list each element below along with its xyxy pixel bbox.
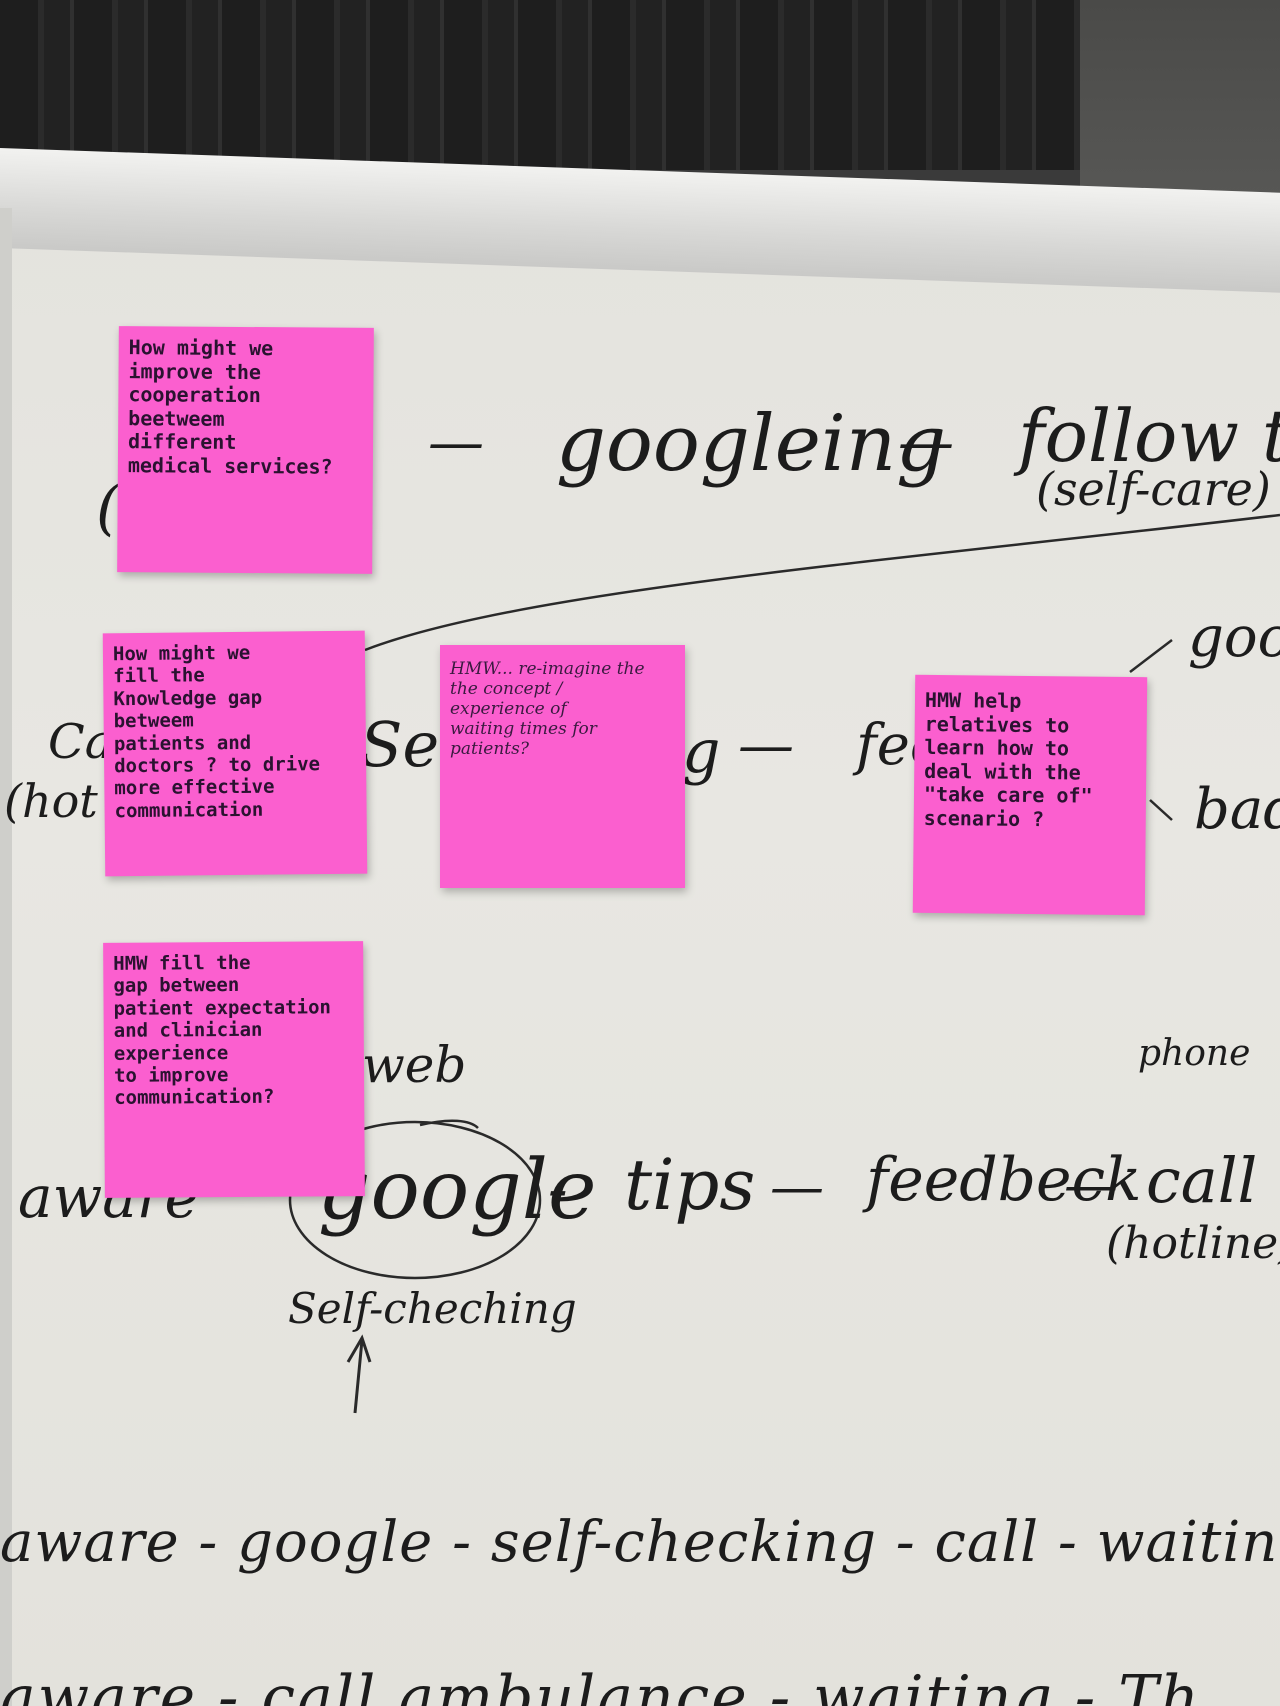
window-blinds: [0, 0, 1080, 170]
arrow-head: [346, 1334, 372, 1363]
branch-line-up: [1129, 639, 1173, 673]
word-self-checking: Self-cheching: [288, 1284, 577, 1333]
journey-line-4: aware - google - self-checking - call - …: [0, 1510, 1280, 1575]
word-ca-partial: Ca: [48, 714, 114, 770]
sticky-note-relatives: HMW help relatives to learn how to deal …: [912, 674, 1148, 916]
circle-tail: [419, 1119, 479, 1129]
board-edge: [0, 208, 12, 1706]
sticky-note-waiting-times: HMW... re-imagine the the concept / expe…: [440, 645, 685, 888]
sticky-note-knowledge-gap: How might we fill the Knowledge gap betw…: [102, 630, 368, 877]
word-web: web: [362, 1036, 467, 1094]
sticky-note-cooperation: How might we improve the cooperation bee…: [117, 326, 374, 574]
paren-left: (: [96, 473, 120, 543]
dash-1: —: [428, 410, 484, 475]
arrow-line: [353, 1339, 364, 1414]
dash-row3-b: —: [770, 1155, 824, 1218]
sticky-note-expectation-gap: HMW fill the gap between patient expecta…: [103, 941, 365, 1198]
word-self-care: (self-care): [1036, 462, 1271, 516]
word-phone: phone: [1138, 1033, 1251, 1074]
word-call: call: [1146, 1144, 1258, 1217]
dash-2: —: [898, 410, 954, 475]
connector-curve: [364, 513, 1280, 652]
word-bad-partial: bad: [1194, 777, 1280, 842]
word-googling: googleing: [556, 399, 946, 489]
word-feedback: feedbeck: [866, 1145, 1142, 1215]
google-circle: [288, 1120, 542, 1280]
dash-row3-a: -: [548, 1155, 568, 1223]
word-goo-partial: goo: [1188, 605, 1280, 670]
dash-row3-c: —: [1064, 1153, 1118, 1216]
dash-row2: —: [738, 713, 794, 778]
word-hotline: (hotline): [1106, 1218, 1280, 1269]
branch-line-down: [1149, 799, 1173, 821]
word-follow-tips: follow tips: [1018, 394, 1280, 478]
word-tips: tips: [624, 1144, 756, 1226]
journey-line-5: aware - call ambulance - waiting - Th: [0, 1663, 1201, 1706]
word-g-partial: g: [682, 717, 721, 787]
